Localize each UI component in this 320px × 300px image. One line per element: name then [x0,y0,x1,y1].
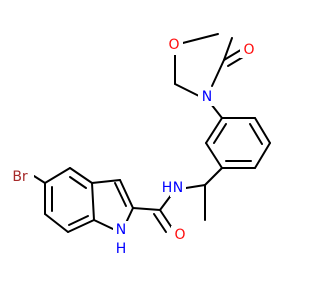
bond-c2-c3 [119,179,134,209]
bond-ch-nh [185,184,206,189]
bond-ph3 [254,142,271,169]
bond-c6-c7 [44,213,69,233]
molecule-diagram: O O N N H O N H Br [8,33,271,257]
bond-c3a-c4 [69,167,93,184]
structure-canvas: O O N N H O N H Br [8,33,271,257]
bond-c2-o [223,37,233,61]
atom-ring-oxygen: O [168,37,179,53]
atom-amide-nitrogen: N [173,180,183,196]
atom-indole-nitrogen: N [116,222,126,238]
bond-ph5 [205,142,223,169]
atom-labels: O O N N H O N H Br [8,37,258,257]
bond-c3a-c4-double [69,176,87,189]
atom-amide-oxygen: O [174,227,185,243]
bond-ph2 [254,117,271,144]
bonds [33,33,271,233]
bond-c3-c3a [91,179,121,184]
bond-n1-c7a [93,219,114,230]
atom-carbonyl-oxygen-ring: O [243,42,254,58]
bond-co-indole [132,207,161,211]
atom-indole-hydrogen: H [116,241,127,257]
bond-co-o-double [153,213,167,233]
bond-ph6 [205,117,223,144]
bond-c2-c3-double [114,182,127,207]
atom-oxazolidinone-nitrogen: N [202,89,212,105]
bond-ph6-double [213,123,227,144]
bond-n-c2 [211,59,225,87]
bond-n-phenyl [210,103,223,119]
bond-c7-c7a [67,219,95,233]
bond-ph-ch [204,167,223,186]
bond-co-o [159,209,173,229]
bond-c5-c4 [174,83,200,97]
bond-c7-c7a-double [68,215,89,226]
bond-ph2-double [249,123,263,145]
bond-c4-c5 [44,167,71,184]
bond-c5-br [33,175,46,184]
atom-amide-hydrogen: H [162,180,173,196]
atom-bromine: Br [12,169,28,185]
bond-c7a-c3a [91,182,95,221]
